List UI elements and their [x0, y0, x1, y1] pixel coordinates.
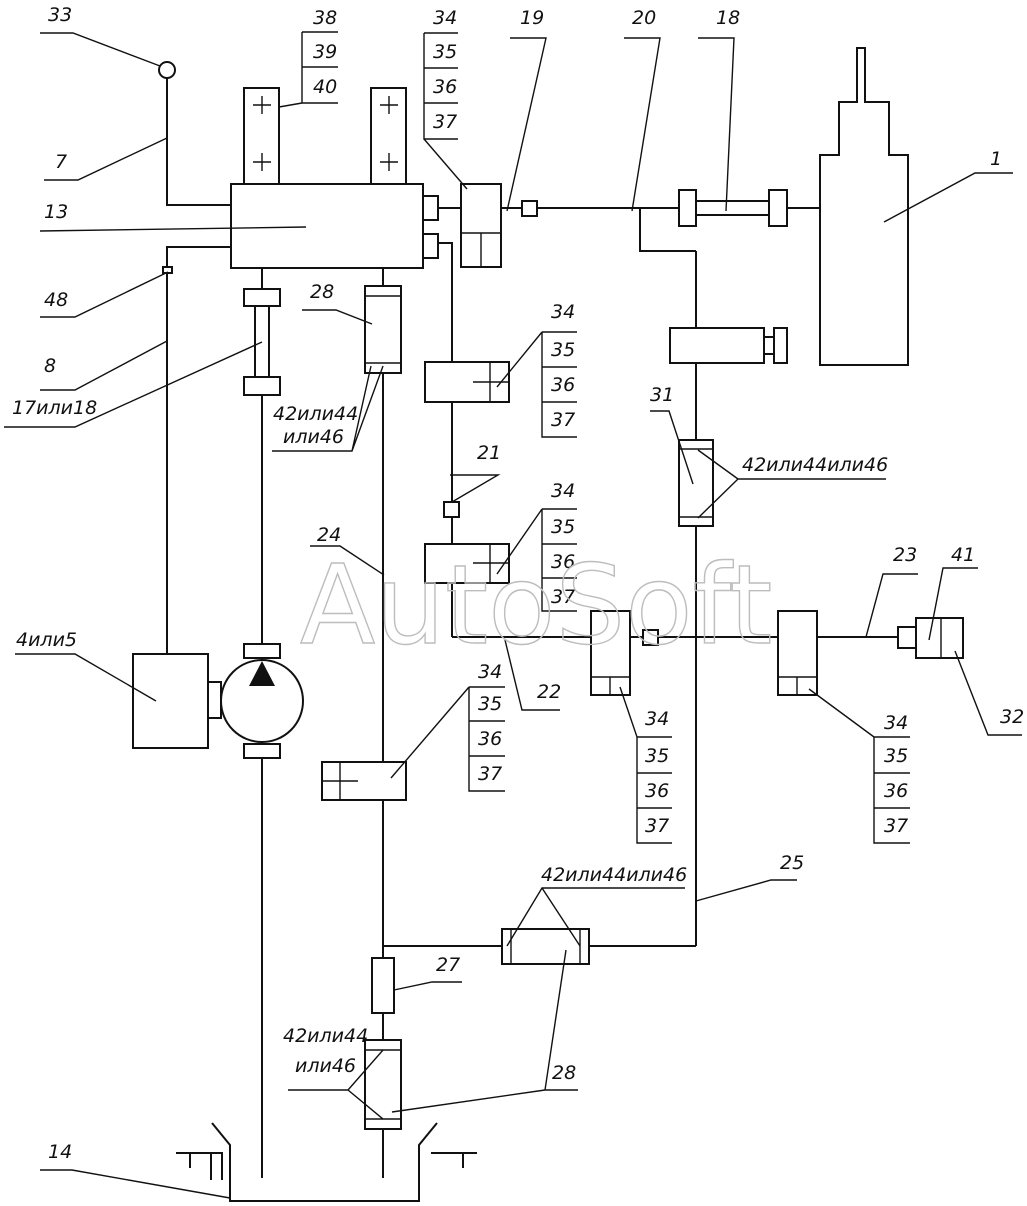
label-32: 32: [1000, 706, 1024, 728]
label-22: 22: [537, 681, 561, 703]
leader-lines: [4, 31, 1022, 1199]
component-34-module-mid: [424, 361, 510, 403]
label-valve-b: 42или44или46: [742, 454, 888, 476]
component-14-reservoir: [176, 1122, 477, 1202]
label-37-c: 37: [551, 586, 575, 608]
label-34-d: 34: [478, 661, 502, 683]
labels: 33 38 39 40 34 35 36 37 19 20 18 1 7 13 …: [12, 4, 1024, 1163]
label-38: 38: [313, 7, 337, 29]
label-37-a: 37: [433, 111, 457, 133]
label-7: 7: [55, 151, 67, 173]
component-23-coupling: [642, 629, 659, 646]
label-36-f: 36: [884, 780, 908, 802]
label-39: 39: [313, 41, 337, 63]
label-36-b: 36: [551, 374, 575, 396]
label-valve-c: 42или44или46: [541, 864, 687, 886]
component-valve-d: [364, 1039, 402, 1130]
component-34-module-line23-left: [590, 610, 631, 696]
label-valve-a-1: 42или44: [273, 403, 358, 425]
label-31: 31: [650, 384, 674, 406]
component-34-module-left-lower: [321, 761, 407, 801]
component-18-fitting: [678, 189, 788, 227]
label-35-c: 35: [551, 516, 575, 538]
label-valve-a-2: или46: [283, 426, 344, 448]
watermark: AutoSoft: [300, 541, 772, 669]
label-34-a: 34: [433, 7, 457, 29]
label-36-c: 36: [551, 551, 575, 573]
label-36-d: 36: [478, 728, 502, 750]
component-38-module-left: [243, 87, 280, 185]
label-34-b: 34: [551, 301, 575, 323]
component-17-18-filter: [243, 288, 281, 396]
label-23: 23: [893, 544, 917, 566]
label-25: 25: [780, 852, 804, 874]
label-37-d: 37: [478, 763, 502, 785]
label-48: 48: [44, 289, 68, 311]
component-34-module-line23-right: [777, 610, 818, 696]
label-35-b: 35: [551, 339, 575, 361]
label-20: 20: [632, 7, 656, 29]
label-18: 18: [716, 7, 740, 29]
component-38-module-right: [370, 87, 407, 185]
label-21: 21: [477, 442, 501, 464]
label-28-top: 28: [310, 281, 334, 303]
component-21-coupling: [443, 501, 460, 518]
component-valve-b: [678, 439, 714, 527]
label-27: 27: [436, 954, 460, 976]
component-13-port-bottom: [422, 233, 439, 259]
label-17-18: 17или18: [12, 397, 97, 419]
component-34-module-lower: [424, 543, 510, 584]
component-13-block: [230, 183, 424, 269]
component-13-port-top: [422, 195, 439, 221]
label-34-f: 34: [884, 712, 908, 734]
label-35-d: 35: [478, 693, 502, 715]
component-34-module-top: [460, 183, 502, 268]
label-34-e: 34: [645, 708, 669, 730]
component-pump: [207, 643, 304, 759]
label-36-a: 36: [433, 76, 457, 98]
label-35-f: 35: [884, 745, 908, 767]
label-19: 19: [520, 7, 544, 29]
label-33: 33: [48, 4, 72, 26]
component-41-32-unit: [897, 617, 964, 659]
label-28-bottom: 28: [552, 1062, 576, 1084]
component-valve-c: [501, 928, 590, 965]
label-8: 8: [44, 355, 56, 377]
component-33-sensor: [158, 61, 176, 79]
label-34-c: 34: [551, 480, 575, 502]
label-24: 24: [317, 524, 341, 546]
label-valve-d-2: или46: [295, 1055, 356, 1077]
label-14: 14: [48, 1141, 72, 1163]
label-35-e: 35: [645, 745, 669, 767]
label-13: 13: [44, 201, 68, 223]
label-1: 1: [990, 148, 1002, 170]
component-31-unit: [669, 327, 788, 364]
label-valve-d-1: 42или44: [283, 1025, 368, 1047]
label-35-a: 35: [433, 41, 457, 63]
label-4-5: 4или5: [16, 629, 77, 651]
component-19-coupling: [521, 200, 538, 217]
label-37-f: 37: [884, 815, 908, 837]
label-41: 41: [951, 544, 975, 566]
component-27: [371, 957, 395, 1014]
label-37-e: 37: [645, 815, 669, 837]
component-4-5-compressor: [132, 653, 209, 749]
component-28-top: [364, 285, 402, 374]
label-36-e: 36: [645, 780, 669, 802]
component-1-receiver: [819, 47, 909, 366]
label-37-b: 37: [551, 409, 575, 431]
label-40: 40: [313, 76, 337, 98]
